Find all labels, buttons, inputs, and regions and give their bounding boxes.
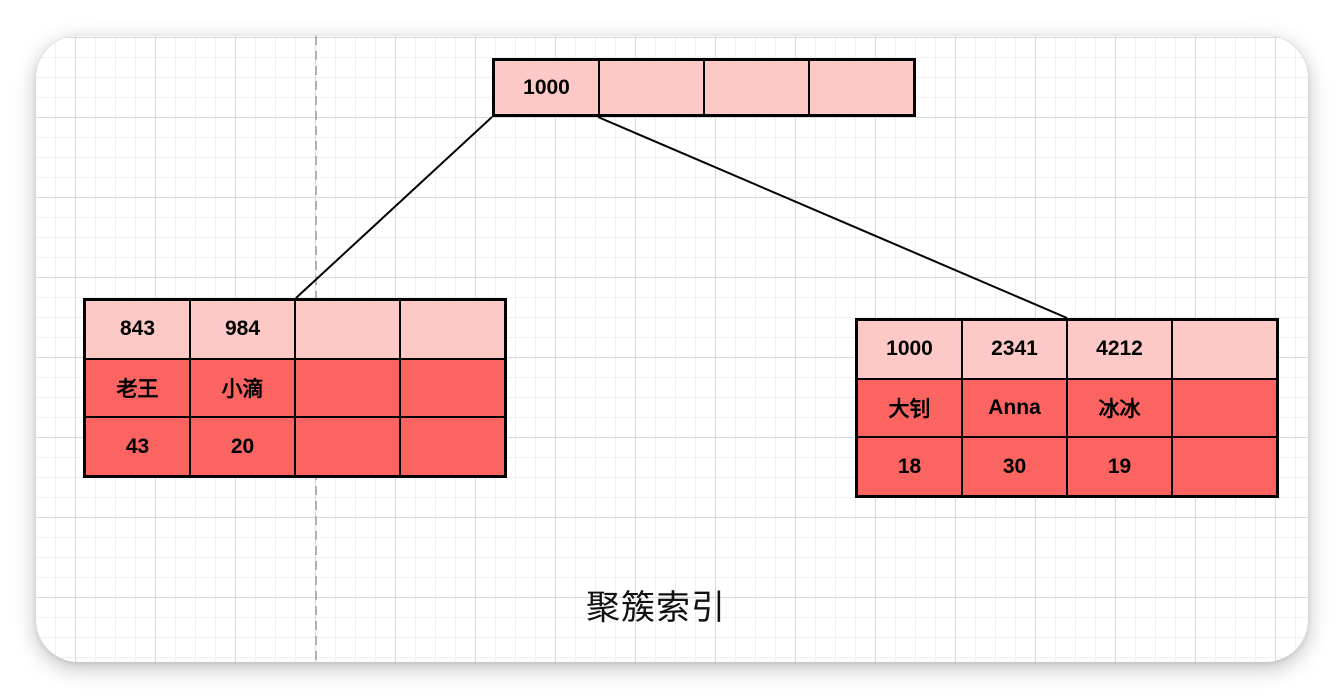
leaf-right-name-cell[interactable]: 冰冰	[1067, 378, 1172, 438]
leaf-right-age-cell[interactable]: 18	[857, 437, 962, 496]
leaf-left-name-cell[interactable]	[295, 358, 400, 418]
leaf-right-key-cell[interactable]: 1000	[857, 320, 962, 379]
connector-root-to-left-leaf[interactable]	[295, 116, 493, 299]
leaf-left-key-cell[interactable]: 843	[85, 300, 190, 359]
index-root-node[interactable]: 1000	[492, 58, 916, 117]
leaf-right-name-cell[interactable]: Anna	[962, 378, 1067, 438]
leaf-left-key-cell[interactable]	[295, 300, 400, 359]
leaf-left-age-cell[interactable]: 43	[85, 417, 190, 476]
leaf-left-key-cell[interactable]	[400, 300, 505, 359]
root-node-cell[interactable]	[704, 60, 809, 115]
root-node-cell[interactable]	[599, 60, 704, 115]
leaf-right-name-cell[interactable]: 大钊	[857, 378, 962, 438]
root-node-cell[interactable]	[809, 60, 914, 115]
leaf-right-key-cell[interactable]: 4212	[1067, 320, 1172, 379]
leaf-page-left[interactable]: 843 984 老王 小滴 43 20	[83, 298, 507, 478]
leaf-right-age-cell[interactable]: 19	[1067, 437, 1172, 496]
connector-root-to-right-leaf[interactable]	[597, 116, 1068, 319]
leaf-right-key-cell[interactable]	[1172, 320, 1277, 379]
leaf-left-key-cell[interactable]: 984	[190, 300, 295, 359]
leaf-page-right[interactable]: 1000 2341 4212 大钊 Anna 冰冰 18 30 19	[855, 318, 1279, 498]
root-node-cell[interactable]: 1000	[494, 60, 599, 115]
leaf-left-age-cell[interactable]	[400, 417, 505, 476]
leaf-left-name-cell[interactable]: 小滴	[190, 358, 295, 418]
leaf-left-age-cell[interactable]: 20	[190, 417, 295, 476]
leaf-right-age-cell[interactable]: 30	[962, 437, 1067, 496]
leaf-left-name-cell[interactable]: 老王	[85, 358, 190, 418]
leaf-left-age-cell[interactable]	[295, 417, 400, 476]
leaf-left-name-cell[interactable]	[400, 358, 505, 418]
leaf-right-key-cell[interactable]: 2341	[962, 320, 1067, 379]
leaf-right-name-cell[interactable]	[1172, 378, 1277, 438]
diagram-canvas: 1000 843 984 老王 小滴 43 20 1000 2341 4212 …	[36, 36, 1308, 662]
leaf-right-age-cell[interactable]	[1172, 437, 1277, 496]
diagram-title[interactable]: 聚簇索引	[586, 589, 726, 627]
